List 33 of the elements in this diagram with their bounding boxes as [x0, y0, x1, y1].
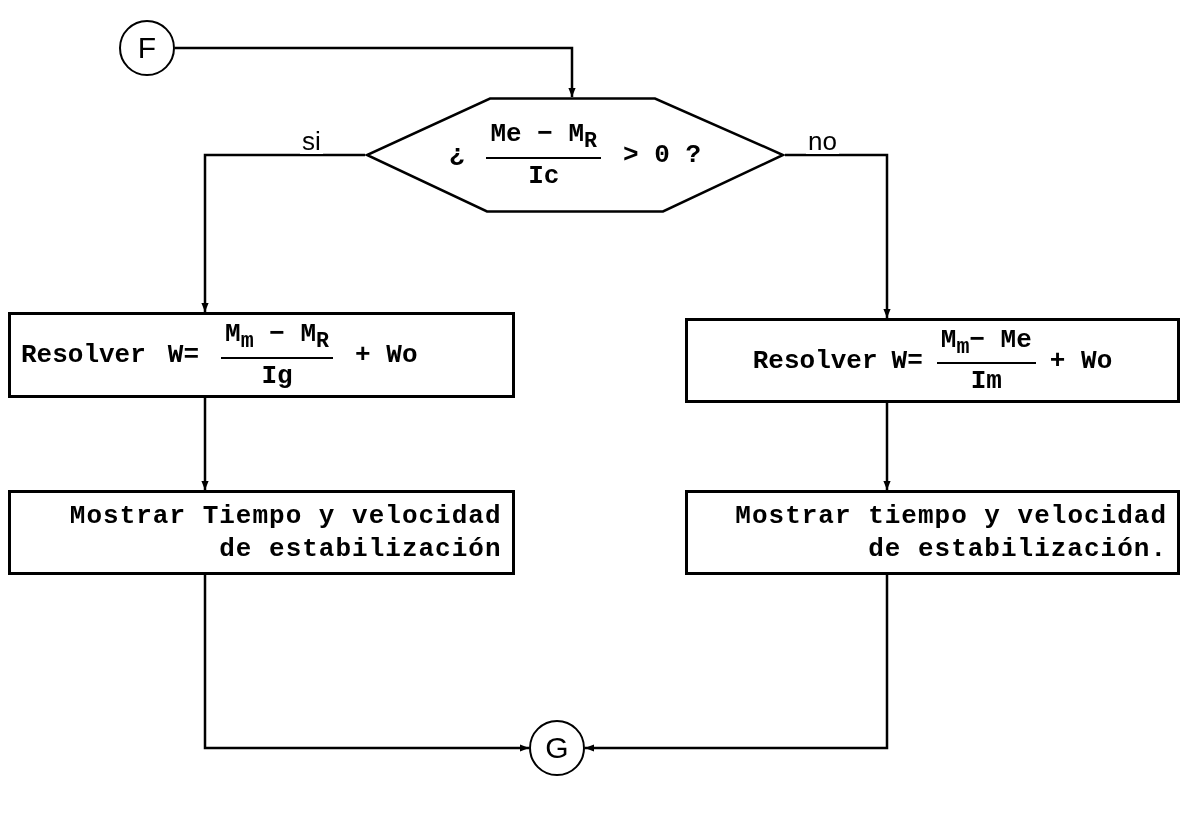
formula-text: ¿: [448, 140, 465, 170]
output-box: [685, 490, 1180, 575]
formula-text: + Wo: [1049, 345, 1113, 376]
arrow: [175, 46, 576, 97]
arrow: [203, 575, 529, 752]
decision-hexagon: [365, 97, 785, 213]
connector-letter: F: [137, 31, 157, 65]
connector-circle: [529, 720, 585, 776]
output-text: Mostrar tiempo y velocidad de estabilización.: [734, 500, 1167, 565]
formula-text: W=: [167, 340, 200, 370]
arrow: [201, 398, 209, 490]
edge-label: si: [300, 128, 323, 154]
formula-numerator: Me − M$_{R}$: [486, 119, 602, 159]
formula-numerator: M$_{m}$− Me: [936, 324, 1036, 365]
connector-circle: [119, 20, 175, 76]
process-box: [685, 318, 1180, 403]
formula-denominator: Ic: [528, 159, 560, 191]
formula-text: Resolver: [21, 340, 146, 370]
formula-numerator: M$_{m}$ − M$_{R}$: [221, 319, 334, 359]
formula-text: + Wo: [355, 340, 418, 370]
arrow: [785, 153, 891, 318]
connector-letter: G: [545, 731, 569, 765]
formula-text: > 0 ?: [623, 140, 702, 170]
formula-denominator: Im: [970, 365, 1002, 397]
arrow: [883, 403, 891, 490]
formula-denominator: Ig: [261, 359, 293, 391]
arrow: [201, 153, 365, 312]
formula-text: Resolver: [752, 345, 878, 376]
arrow: [585, 575, 889, 752]
process-box: [8, 312, 515, 398]
output-box: [8, 490, 515, 575]
output-text: Mostrar Tiempo y velocidad de estabilización: [68, 500, 502, 565]
formula-text: W=: [891, 345, 923, 376]
